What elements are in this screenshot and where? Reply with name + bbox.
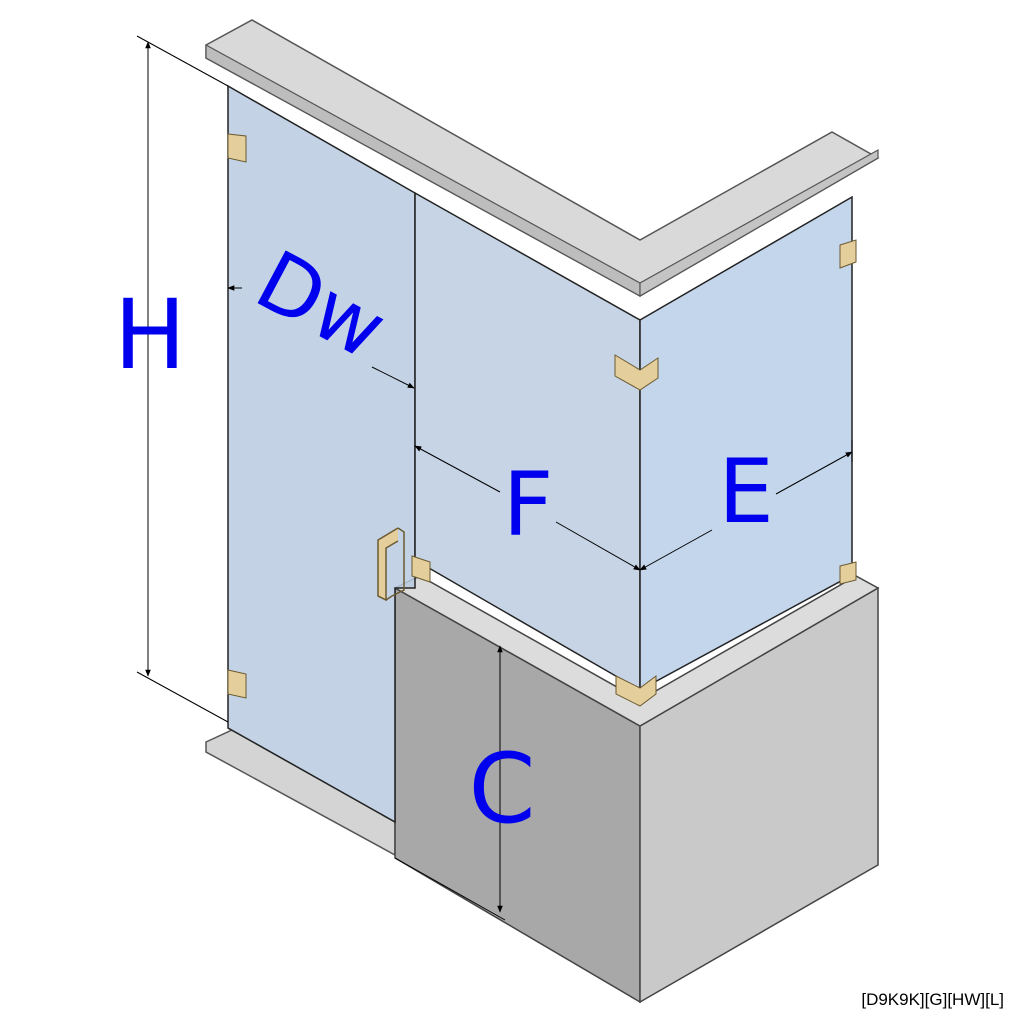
dimension-labels: H Dw F E C — [114, 233, 774, 845]
label-height: H — [114, 279, 186, 391]
clamp-corner-bottom — [615, 675, 657, 707]
bench-block — [393, 575, 880, 1004]
clamp-front-top — [614, 354, 659, 391]
dimension-lines — [136, 35, 853, 921]
glass-door-panel — [227, 84, 416, 824]
hardware-group — [227, 133, 857, 707]
hinge-bottom — [227, 669, 247, 699]
hinge-top — [227, 133, 247, 163]
top-header-frame — [205, 19, 880, 298]
door-handle — [377, 527, 405, 602]
clamp-end-top — [839, 239, 857, 269]
label-end-panel: E — [718, 440, 774, 543]
clamp-front-bottom — [411, 555, 431, 583]
product-code: [D9K9K][G][HW][L] — [861, 990, 1004, 1009]
clamp-end-bottom — [839, 561, 857, 585]
label-curb-height: C — [468, 733, 535, 845]
label-front-panel: F — [503, 453, 554, 556]
